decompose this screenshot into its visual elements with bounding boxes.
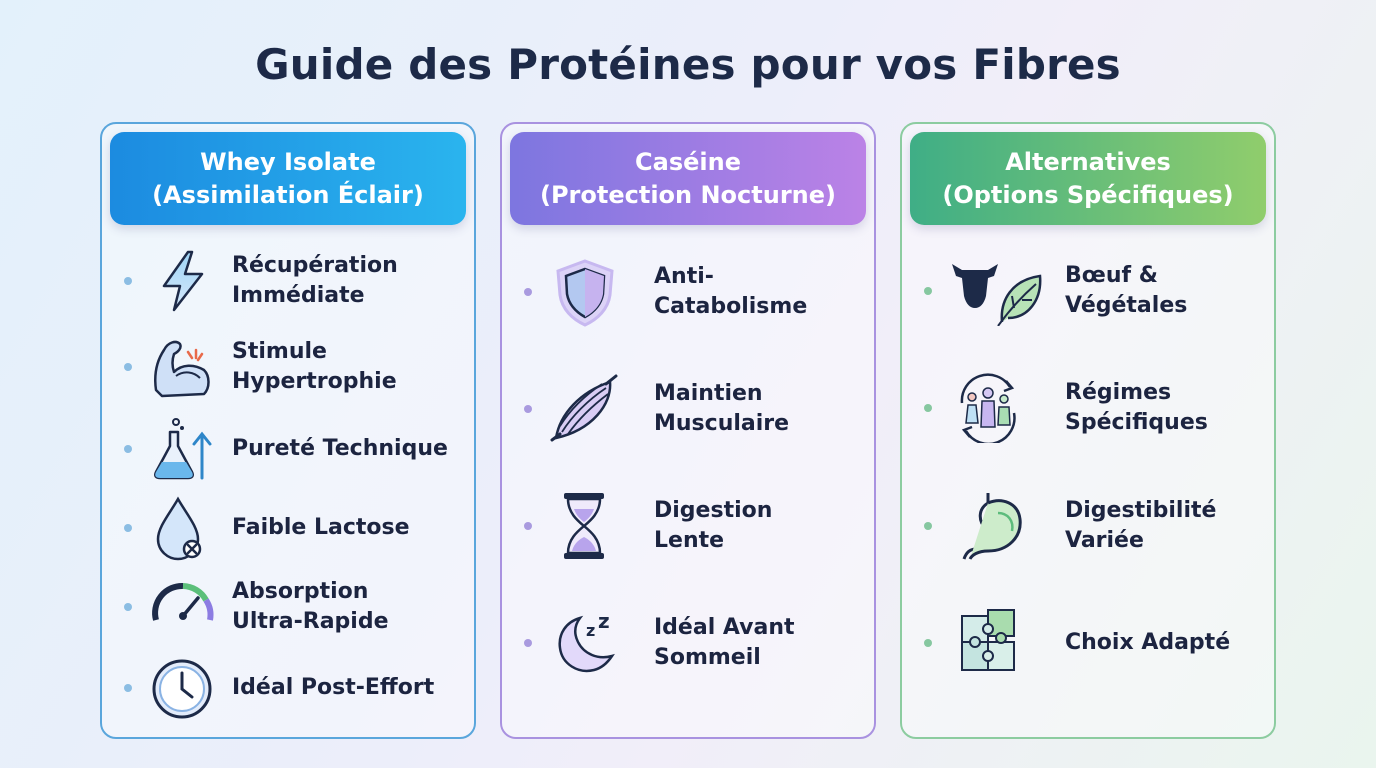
item-label: Immédiate: [232, 283, 365, 308]
item-label: Végétales: [1065, 293, 1188, 318]
bullet-dot: [124, 445, 132, 453]
bullet-dot: [924, 639, 932, 647]
item-label: Sommeil: [654, 645, 761, 670]
column-header-alternatives: Alternatives (Options Spécifiques): [910, 132, 1266, 225]
column-header-whey: Whey Isolate (Assimilation Éclair): [110, 132, 466, 225]
item-label: Ultra-Rapide: [232, 609, 389, 634]
muscle-fiber-icon: [550, 374, 620, 444]
flexed-arm-icon: [148, 332, 218, 402]
bullet-dot: [124, 363, 132, 371]
item-label: Musculaire: [654, 411, 790, 436]
page-title: Guide des Protéines pour vos Fibres: [255, 40, 1121, 89]
bullet-dot: [124, 603, 132, 611]
item-label: Faible Lactose: [232, 515, 410, 540]
column-alternatives: Alternatives (Options Spécifiques) Bœuf …: [900, 122, 1276, 739]
item-label: Choix Adapté: [1065, 630, 1231, 655]
people-cycle-icon: [948, 373, 1048, 446]
column-header-caseine: Caséine (Protection Nocturne): [510, 132, 866, 225]
header-subtitle: (Protection Nocturne): [539, 180, 836, 209]
puzzle-icon: [948, 608, 1048, 678]
item-label: Absorption: [232, 579, 369, 604]
hourglass-icon: [550, 491, 620, 561]
item-label: Anti-: [654, 264, 714, 289]
lightning-icon: [148, 246, 218, 316]
item-label: Maintien: [654, 381, 763, 406]
item-label: Récupération: [232, 253, 398, 278]
header-subtitle: (Assimilation Éclair): [152, 180, 424, 209]
item-label: Bœuf &: [1065, 263, 1158, 288]
header-title: Caséine: [635, 147, 741, 176]
bullet-dot: [924, 522, 932, 530]
item-label: Idéal Post-Effort: [232, 675, 435, 700]
cow-leaf-icon: [948, 256, 1048, 327]
item-label: Digestion: [654, 498, 773, 523]
bullet-dot: [524, 522, 532, 530]
item-label: Variée: [1065, 528, 1144, 553]
moon-icon: z z: [550, 608, 620, 678]
bullet-dot: [124, 277, 132, 285]
item-label: Digestibilité: [1065, 498, 1217, 523]
list-item-choix-adapte: Choix Adapté: [902, 608, 1274, 678]
bullet-dot: [924, 404, 932, 412]
bullet-dot: [524, 405, 532, 413]
svg-text:z: z: [598, 609, 610, 633]
item-label: Régimes: [1065, 380, 1172, 405]
svg-text:z: z: [586, 621, 595, 640]
drop-icon: [148, 493, 218, 563]
item-label: Idéal Avant: [654, 615, 795, 640]
header-title: Whey Isolate: [200, 147, 376, 176]
column-caseine: Caséine (Protection Nocturne) Anti- Catab…: [500, 122, 876, 739]
list-item-post-effort: Idéal Post-Effort: [102, 653, 474, 723]
shield-icon: [550, 257, 620, 327]
list-item-lactose: Faible Lactose: [102, 493, 474, 563]
header-title: Alternatives: [1005, 147, 1171, 176]
bullet-dot: [524, 639, 532, 647]
list-item-boeuf-vegetales: Bœuf & Végétales: [902, 256, 1274, 327]
item-label: Lente: [654, 528, 725, 553]
header-subtitle: (Options Spécifiques): [942, 180, 1234, 209]
speedometer-icon: [148, 572, 218, 642]
item-label: Hypertrophie: [232, 369, 397, 394]
stomach-icon: [948, 491, 1048, 561]
list-item-purete: Pureté Technique: [102, 414, 474, 484]
bullet-dot: [524, 288, 532, 296]
bullet-dot: [124, 524, 132, 532]
bullet-dot: [124, 684, 132, 692]
item-label: Pureté Technique: [232, 436, 448, 461]
column-whey-isolate: Whey Isolate (Assimilation Éclair) Récup…: [100, 122, 476, 739]
item-label: Catabolisme: [654, 294, 808, 319]
clock-icon: [148, 653, 218, 723]
flask-icon: [148, 414, 218, 484]
bullet-dot: [924, 287, 932, 295]
item-label: Stimule: [232, 339, 327, 364]
item-label: Spécifiques: [1065, 410, 1208, 435]
list-item-anti-catabolisme: Anti- Catabolisme: [502, 257, 874, 327]
